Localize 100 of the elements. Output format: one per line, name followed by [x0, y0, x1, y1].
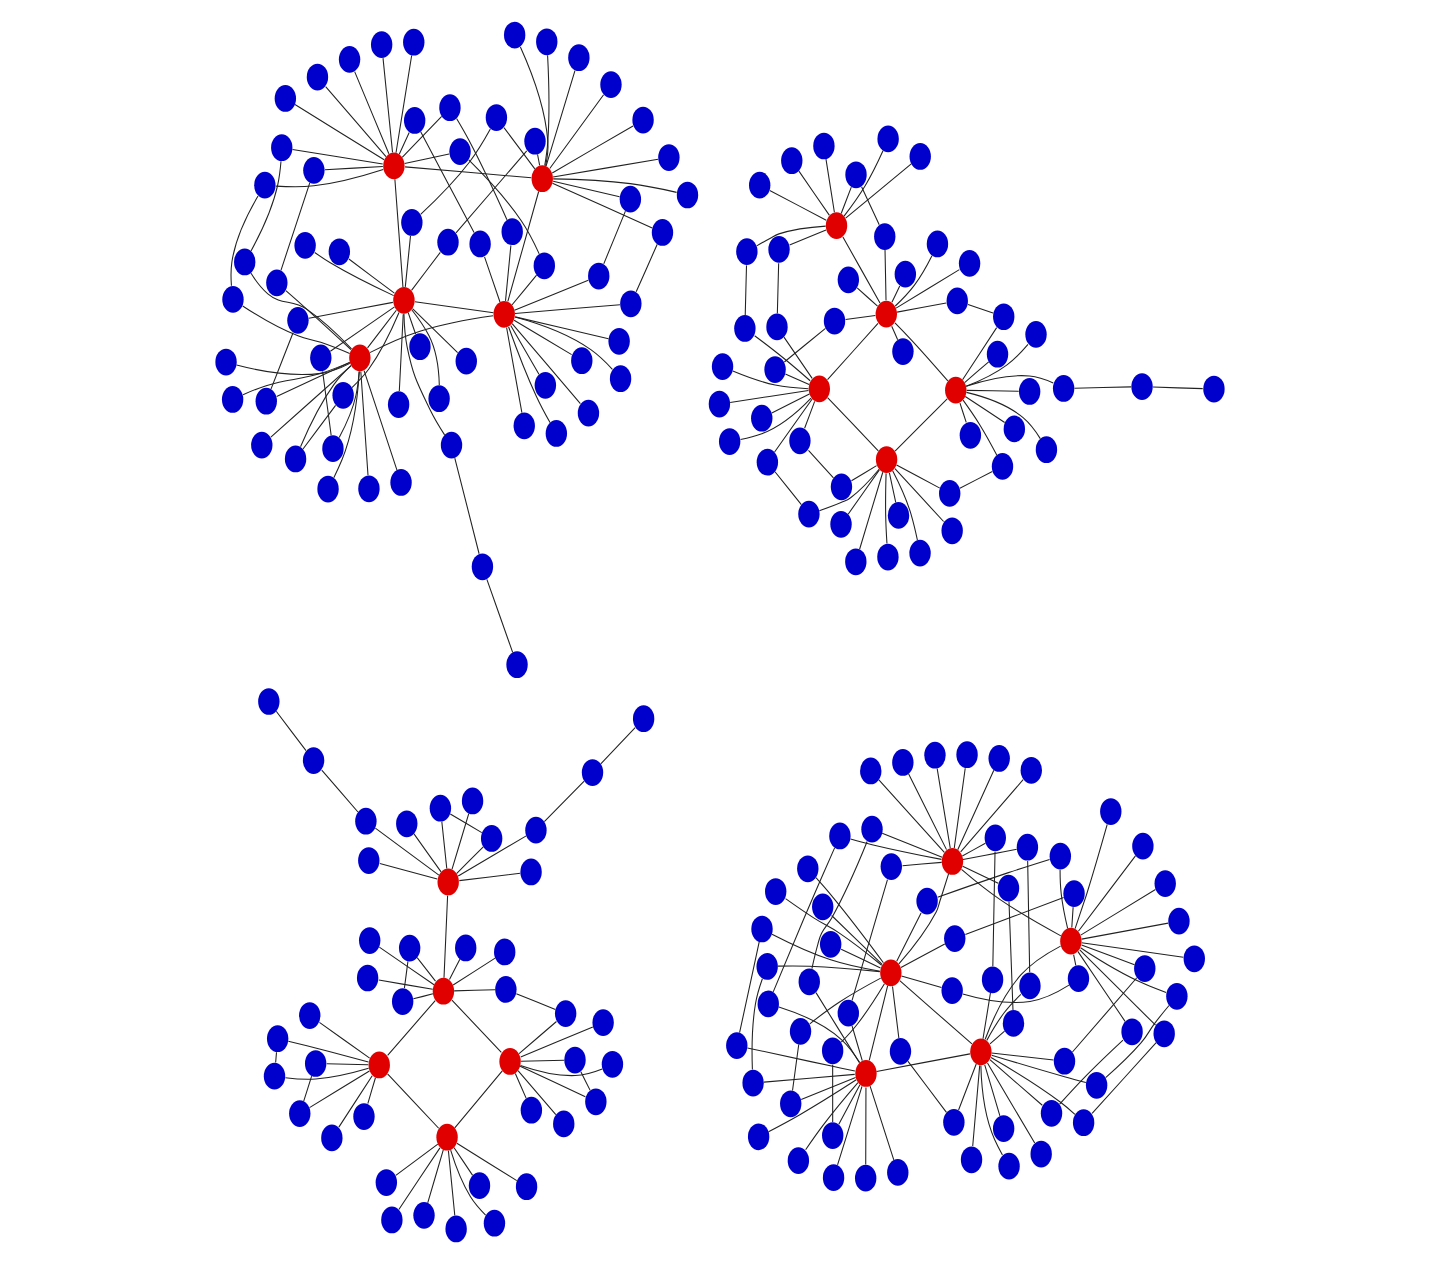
connector: [354, 71, 390, 155]
node-circle: [287, 306, 309, 334]
connector: [953, 767, 966, 849]
node-circle: [751, 915, 773, 943]
node-circle: [812, 893, 834, 921]
node-circle: [429, 794, 452, 822]
connector: [776, 262, 780, 314]
node-circle: [600, 71, 622, 98]
node-circle: [520, 858, 542, 886]
node-circle: [536, 28, 558, 56]
node-circle: [830, 510, 852, 538]
node-circle: [222, 286, 244, 313]
node-circle: [749, 171, 771, 199]
connector: [284, 1067, 370, 1080]
connector: [515, 993, 556, 1010]
connector: [964, 897, 1065, 936]
node-circle: [355, 807, 377, 835]
node-circle: [798, 500, 820, 528]
connector: [511, 323, 581, 405]
connector: [772, 847, 836, 993]
node-circle: [353, 1103, 375, 1130]
node-circle: [756, 953, 778, 980]
connector: [785, 898, 883, 966]
connector: [413, 833, 442, 873]
connector: [287, 1040, 369, 1063]
connector: [324, 165, 384, 171]
connector: [1074, 823, 1108, 930]
node-circle: [515, 1173, 538, 1201]
node-circle: [284, 445, 307, 473]
connector: [850, 465, 878, 482]
node-circle: [941, 848, 964, 875]
node-circle: [1030, 1140, 1052, 1168]
connector: [827, 322, 879, 381]
node-circle: [289, 1100, 311, 1127]
node-circle: [387, 391, 410, 418]
node-circle: [958, 250, 981, 277]
node-circle: [1016, 833, 1039, 861]
connector: [892, 985, 900, 1039]
connector: [892, 470, 918, 541]
connector: [980, 1065, 1003, 1156]
connector: [395, 54, 413, 154]
node-circle: [299, 1002, 321, 1029]
connector: [302, 404, 337, 450]
node-circle: [943, 1108, 965, 1136]
node-circle: [545, 420, 568, 447]
node-circle: [916, 887, 938, 915]
connector: [888, 472, 897, 503]
connector: [230, 195, 259, 287]
node-circle: [718, 428, 741, 455]
node-circle: [274, 85, 297, 112]
connector: [580, 1071, 591, 1091]
node-circle: [493, 300, 515, 328]
connector: [1008, 901, 1014, 1011]
connector: [506, 327, 523, 414]
connector: [800, 1077, 857, 1101]
connector: [338, 370, 360, 439]
node-circle: [984, 824, 1006, 852]
connector: [1081, 922, 1169, 940]
node-circle: [874, 223, 896, 250]
node-circle: [413, 1201, 435, 1229]
connector: [1081, 942, 1184, 958]
node-circle: [924, 741, 946, 769]
connector: [964, 361, 990, 384]
connector: [885, 472, 888, 545]
connector: [513, 319, 573, 356]
connector: [908, 773, 948, 851]
node-circle: [768, 236, 790, 263]
node-circle: [513, 412, 535, 440]
connector: [961, 842, 986, 857]
node-circle: [1166, 982, 1188, 1010]
node-circle: [437, 868, 459, 896]
connector: [520, 1059, 565, 1062]
node-circle: [855, 1164, 877, 1192]
connector: [468, 159, 540, 255]
node-circle: [396, 810, 418, 838]
connector: [894, 255, 933, 307]
connector: [959, 471, 993, 489]
connector: [517, 1070, 557, 1116]
node-circle: [609, 365, 632, 393]
connector: [285, 290, 352, 351]
connector: [876, 1053, 971, 1072]
connector: [322, 370, 332, 436]
connector: [427, 1149, 444, 1204]
connector: [321, 769, 359, 813]
node-circle: [294, 232, 316, 259]
connector: [756, 225, 827, 247]
connector: [236, 362, 351, 375]
connector: [551, 125, 634, 174]
node-circle: [726, 1032, 748, 1059]
connector: [401, 115, 443, 158]
connector: [895, 269, 960, 309]
connector: [777, 965, 881, 973]
node-circle: [468, 1172, 491, 1199]
connector: [771, 933, 881, 972]
connector: [275, 1051, 278, 1064]
connector: [804, 400, 816, 429]
connector: [303, 1075, 313, 1102]
node-circle: [1067, 965, 1090, 992]
node-circle: [877, 543, 899, 571]
connector: [367, 309, 397, 349]
